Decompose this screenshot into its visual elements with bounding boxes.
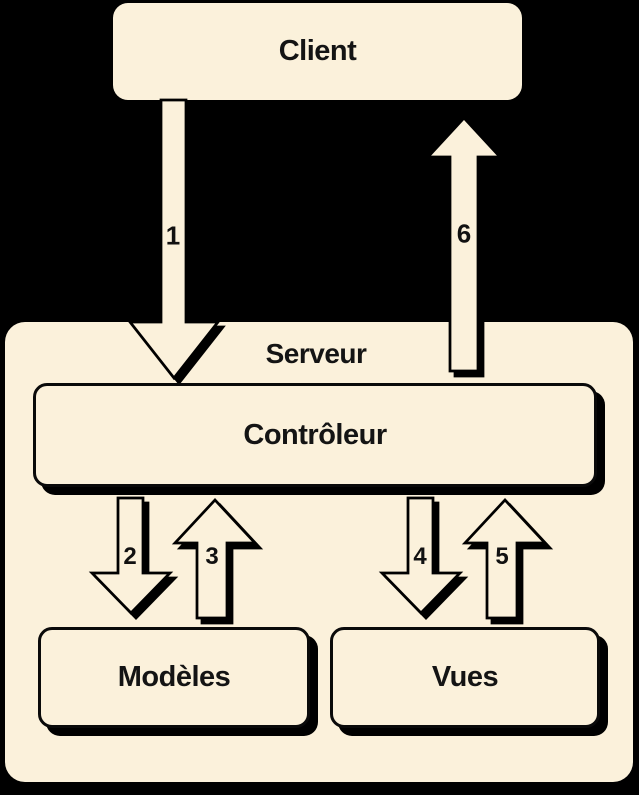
vues-node: Vues (330, 627, 600, 728)
vues-node-label: Vues (431, 661, 499, 693)
arrow-3-modeles-to-controleur (171, 497, 259, 620)
modeles-node: Modèles (38, 627, 310, 728)
arrow-2-controleur-to-modeles (88, 496, 174, 615)
arrow-5-label: 5 (495, 543, 509, 570)
arrow-1-label: 1 (165, 220, 181, 251)
controleur-node-label: Contrôleur (243, 418, 387, 451)
arrow-4-controleur-to-vues (378, 496, 464, 615)
arrow-5-vues-to-controleur (461, 497, 549, 620)
arrow-4-label: 4 (413, 543, 427, 570)
client-node: Client (113, 3, 522, 100)
arrow-2-label: 2 (123, 543, 137, 570)
arrow-6-controleur-to-client (424, 115, 504, 373)
controleur-node: Contrôleur (33, 383, 597, 487)
serveur-container-label: Serveur (265, 338, 367, 369)
arrow-3-label: 3 (205, 543, 219, 570)
client-node-label: Client (278, 35, 357, 67)
arrow-6-label: 6 (456, 218, 472, 249)
modeles-node-label: Modèles (117, 661, 231, 693)
arrow-1-client-to-controleur (127, 98, 221, 381)
